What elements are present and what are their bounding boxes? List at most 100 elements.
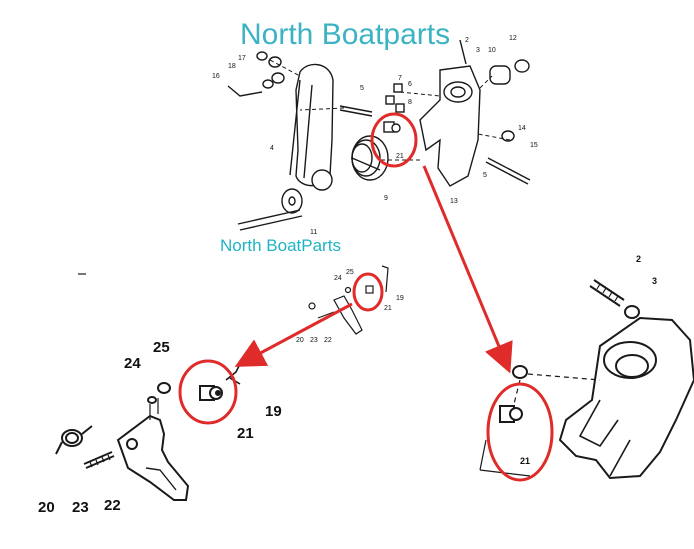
highlight-arrow-to-left bbox=[234, 302, 353, 367]
washer-part bbox=[281, 188, 303, 214]
bushing-part bbox=[268, 56, 282, 68]
spring-coil bbox=[351, 135, 389, 181]
callout-label: 23 bbox=[72, 499, 89, 516]
left-labels: 25 24 19 21 20 23 22 bbox=[38, 339, 282, 516]
part-21-right bbox=[499, 405, 523, 423]
lever-arm bbox=[289, 79, 313, 179]
callout-label: 14 bbox=[518, 125, 526, 132]
nut-part bbox=[514, 59, 530, 73]
small-part-21 bbox=[365, 285, 374, 294]
callout-label: 22 bbox=[104, 497, 121, 514]
screw-23 bbox=[83, 451, 115, 469]
callout-label: 21 bbox=[237, 425, 254, 442]
callout-label: 7 bbox=[398, 75, 402, 82]
right-labels: 2 3 21 bbox=[520, 254, 657, 466]
middle-exploded-view bbox=[78, 265, 389, 335]
watermark-top: North Boatparts bbox=[240, 18, 451, 51]
bushing-part bbox=[489, 65, 511, 85]
assembly-line bbox=[269, 59, 511, 161]
small-screw bbox=[317, 311, 335, 319]
screw-2 bbox=[589, 279, 625, 307]
bracket-bore bbox=[603, 341, 657, 379]
callout-label: 3 bbox=[652, 276, 657, 286]
screw-part bbox=[339, 105, 373, 117]
callout-label: 23 bbox=[310, 337, 318, 344]
callout-label: 10 bbox=[488, 47, 496, 54]
part-21-enlarged bbox=[199, 385, 223, 401]
assembly-line bbox=[513, 373, 601, 405]
highlight-circle-right bbox=[486, 382, 554, 482]
nut-part bbox=[393, 83, 403, 93]
callout-label: 17 bbox=[238, 55, 246, 62]
callout-label: 20 bbox=[38, 499, 55, 516]
callout-label: 13 bbox=[450, 198, 458, 205]
washer-24 bbox=[147, 396, 157, 404]
lever-slot bbox=[145, 467, 177, 491]
bracket-body bbox=[558, 316, 694, 480]
nut-25 bbox=[157, 382, 171, 394]
screw-part bbox=[459, 39, 467, 65]
callout-label: 24 bbox=[334, 275, 342, 282]
callout-label: 18 bbox=[228, 63, 236, 70]
right-detail-view bbox=[479, 279, 694, 480]
callout-label: 2 bbox=[465, 37, 469, 44]
callout-label: 6 bbox=[408, 81, 412, 88]
callout-label: 15 bbox=[530, 142, 538, 149]
highlight-circle-top bbox=[370, 112, 418, 168]
callout-label: 20 bbox=[296, 337, 304, 344]
highlight-circle-left bbox=[178, 359, 238, 425]
washer-hole bbox=[288, 196, 296, 206]
nut-3 bbox=[624, 305, 640, 319]
callout-label: 11 bbox=[310, 229, 317, 236]
lever-pivot bbox=[126, 438, 138, 450]
callout-label: 5 bbox=[360, 85, 364, 92]
callout-label: 21 bbox=[396, 153, 404, 160]
nut-part bbox=[512, 365, 528, 379]
bracket-bore bbox=[443, 81, 473, 103]
screw-part bbox=[485, 157, 531, 185]
callout-label: 2 bbox=[636, 254, 641, 264]
top-labels: 2 3 12 17 18 16 5 7 6 8 10 21 4 14 15 9 … bbox=[212, 35, 538, 236]
nut-part bbox=[501, 130, 515, 142]
callout-label: 25 bbox=[346, 269, 354, 276]
throttle-lever bbox=[116, 414, 190, 501]
small-nut bbox=[308, 302, 316, 310]
watermark-middle: North BoatParts bbox=[220, 236, 341, 255]
top-exploded-view bbox=[227, 39, 531, 231]
callout-label: 19 bbox=[265, 403, 282, 420]
callout-label: 22 bbox=[324, 337, 332, 344]
callout-label: 12 bbox=[509, 35, 517, 42]
screw-part bbox=[237, 209, 303, 231]
torsion-spring bbox=[55, 425, 93, 455]
small-lever bbox=[333, 295, 363, 335]
nut-part bbox=[395, 103, 405, 113]
small-wire bbox=[381, 265, 389, 293]
bushing-part bbox=[256, 51, 268, 61]
left-detail-view bbox=[55, 363, 241, 501]
bushing-part bbox=[262, 79, 274, 89]
bracket-arm bbox=[578, 399, 631, 477]
bushing-part bbox=[271, 72, 285, 84]
lever-hub bbox=[311, 169, 333, 191]
callout-label: 25 bbox=[153, 339, 170, 356]
callout-label: 19 bbox=[396, 295, 404, 302]
bracket-bore-inner bbox=[450, 86, 466, 98]
small-nut bbox=[344, 286, 352, 294]
callout-label: 5 bbox=[483, 172, 487, 179]
callout-label: 3 bbox=[476, 47, 480, 54]
callout-label: 8 bbox=[408, 99, 412, 106]
part-21-top bbox=[383, 121, 401, 133]
callout-label: 16 bbox=[212, 73, 220, 80]
callout-label: 4 bbox=[270, 145, 274, 152]
callout-label: 9 bbox=[384, 195, 388, 202]
callout-label: 21 bbox=[520, 456, 530, 466]
wire-link bbox=[227, 85, 263, 97]
callout-label: 24 bbox=[124, 355, 141, 372]
highlight-overlays bbox=[178, 112, 554, 482]
highlight-arrow-to-right bbox=[422, 165, 513, 374]
highlight-circle-middle bbox=[352, 272, 384, 312]
pin bbox=[149, 398, 159, 420]
nut-part bbox=[385, 95, 395, 105]
